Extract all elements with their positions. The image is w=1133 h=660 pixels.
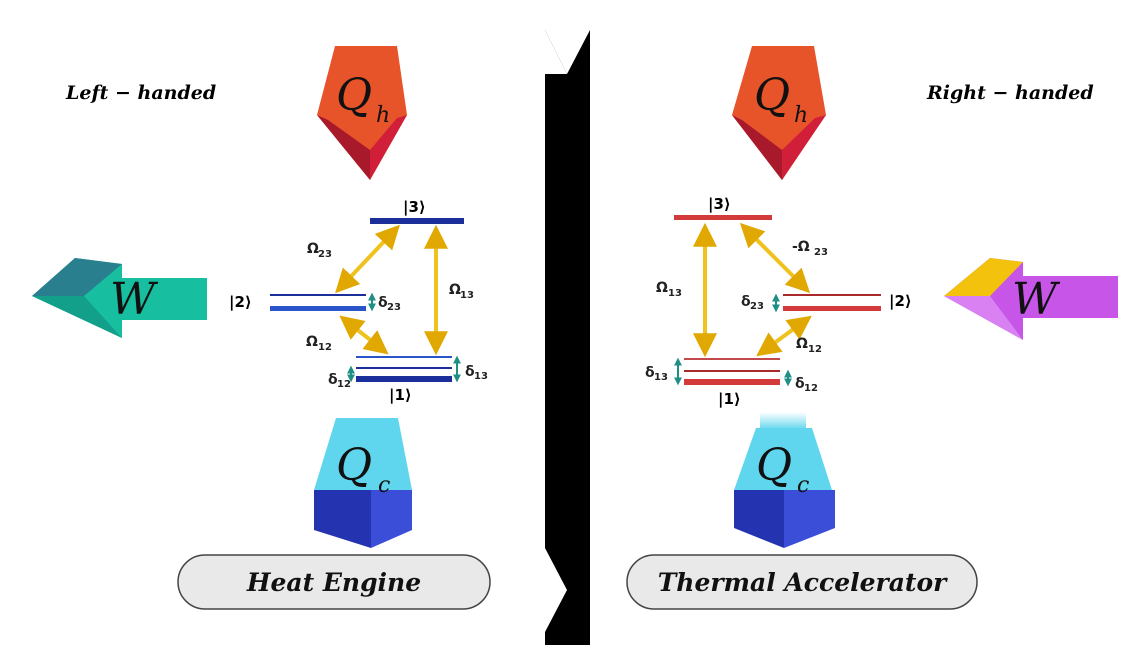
right-level-1-label: |1⟩ <box>718 390 741 409</box>
divider-bar-cut <box>545 30 590 74</box>
left-detuning-13-symbol: δ <box>465 364 475 380</box>
right-detuning-12-subscript: 12 <box>804 383 818 394</box>
right-level-diagram: |3⟩ |2⟩ |1⟩ -Ω 23 Ω 13 Ω 12 δ 23 δ 13 δ … <box>645 195 912 409</box>
right-handed-label: Right − handed <box>926 82 1094 104</box>
left-coupling-12-subscript: 12 <box>318 342 332 353</box>
right-heat-out-symbol: Q <box>756 440 792 491</box>
right-coupling-13-symbol: Ω <box>656 280 668 296</box>
right-level-3 <box>674 215 772 220</box>
right-heat-out-arrow: Q c <box>734 412 835 548</box>
right-level-2-label: |2⟩ <box>889 292 912 311</box>
left-coupling-23-symbol: Ω <box>307 241 319 257</box>
left-coupling-23-arrow <box>335 224 400 294</box>
right-level-1-virtual-a <box>684 358 780 360</box>
right-detuning-23-subscript: 23 <box>750 301 764 312</box>
right-coupling-23-arrow <box>739 222 811 294</box>
left-coupling-23-subscript: 23 <box>318 249 332 260</box>
left-level-1-virtual-b <box>356 367 452 369</box>
right-detuning-12-symbol: δ <box>795 376 805 392</box>
left-heat-out-arrow: Q c <box>314 418 412 548</box>
right-level-2-virtual <box>783 294 881 296</box>
right-heat-in-subscript: h <box>794 103 808 128</box>
divider-bar <box>545 30 590 645</box>
right-detuning-23-symbol: δ <box>741 294 751 310</box>
right-work-arrow: W <box>944 258 1118 340</box>
right-coupling-23-subscript: 23 <box>814 247 828 258</box>
left-level-2-label: |2⟩ <box>229 293 252 312</box>
left-level-1-label: |1⟩ <box>389 386 412 405</box>
left-work-symbol: W <box>110 274 159 325</box>
right-level-1 <box>684 379 780 385</box>
left-detuning-23-symbol: δ <box>378 295 388 311</box>
thermal-accelerator-box: Thermal Accelerator <box>626 554 978 610</box>
right-detuning-13-subscript: 13 <box>654 372 668 383</box>
heat-engine-box: Heat Engine <box>177 554 491 610</box>
left-heat-in-arrow: Q h <box>317 46 407 180</box>
right-heat-out-subscript: c <box>797 473 809 498</box>
left-level-3 <box>370 218 464 224</box>
right-coupling-13-subscript: 13 <box>668 288 682 299</box>
right-coupling-23-symbol: -Ω <box>792 239 810 255</box>
left-level-1 <box>356 376 452 382</box>
left-level-2-virtual <box>270 294 366 296</box>
left-heat-out-symbol: Q <box>336 440 372 491</box>
left-heat-out-subscript: c <box>378 473 390 498</box>
right-work-symbol: W <box>1012 274 1061 325</box>
left-detuning-12-symbol: δ <box>328 372 338 388</box>
left-detuning-13-subscript: 13 <box>474 371 488 382</box>
right-coupling-12-subscript: 12 <box>808 344 822 355</box>
right-coupling-12-symbol: Ω <box>796 336 808 352</box>
left-handed-label: Left − handed <box>65 82 216 104</box>
left-level-diagram: |3⟩ |2⟩ |1⟩ Ω 23 Ω 13 Ω 12 δ 23 δ 13 δ 1… <box>229 198 488 405</box>
left-heat-in-subscript: h <box>376 103 390 128</box>
right-heat-in-arrow: Q h <box>732 46 826 180</box>
left-heat-in-symbol: Q <box>336 70 372 121</box>
right-detuning-13-symbol: δ <box>645 365 655 381</box>
left-coupling-13-symbol: Ω <box>449 282 461 298</box>
right-coupling-12-arrow <box>756 315 812 357</box>
left-coupling-13-subscript: 13 <box>460 290 474 301</box>
right-level-1-virtual-b <box>684 370 780 372</box>
left-level-3-label: |3⟩ <box>403 198 426 217</box>
heat-engine-label: Heat Engine <box>246 568 421 597</box>
right-level-3-label: |3⟩ <box>708 195 731 214</box>
left-work-arrow: W <box>32 258 207 338</box>
left-detuning-12-subscript: 12 <box>337 379 351 390</box>
left-level-2 <box>270 306 366 311</box>
right-level-2 <box>783 306 881 311</box>
left-detuning-23-subscript: 23 <box>387 302 401 313</box>
left-level-1-virtual-a <box>356 356 452 358</box>
right-heat-in-symbol: Q <box>754 70 790 121</box>
thermal-accelerator-label: Thermal Accelerator <box>658 568 948 597</box>
left-coupling-12-symbol: Ω <box>306 334 318 350</box>
left-coupling-12-arrow <box>339 315 389 355</box>
